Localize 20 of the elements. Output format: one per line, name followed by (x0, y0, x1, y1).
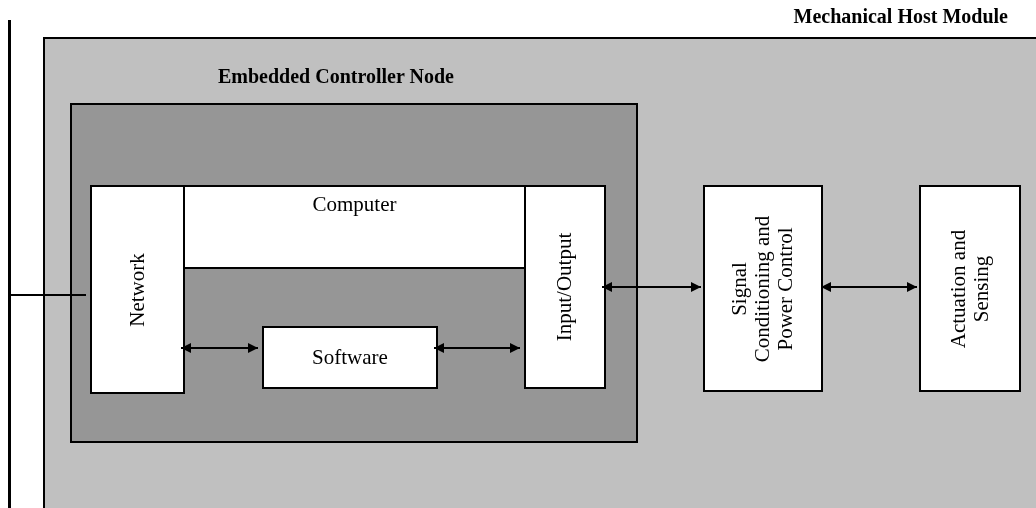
bus-line (8, 20, 11, 508)
panel-title: Embedded Controller Node (218, 65, 454, 88)
component-box (262, 326, 438, 389)
component-label: Actuation and Sensing (946, 228, 994, 350)
component-box (185, 185, 524, 269)
component-label: Signal Conditioning and Power Control (728, 214, 798, 364)
double-arrow (820, 282, 918, 292)
component-label: Input/Output (553, 231, 577, 344)
component-box (703, 185, 823, 392)
component-box (919, 185, 1021, 392)
component-box (90, 185, 185, 394)
double-arrow (180, 343, 259, 353)
component-label: Computer (312, 193, 397, 217)
double-arrow (601, 282, 702, 292)
connector-line (10, 294, 87, 296)
component-label: Network (125, 251, 150, 329)
panel-title: Mechanical Host Module (793, 5, 1008, 28)
component-box (524, 185, 606, 389)
component-label: Software (312, 345, 388, 370)
double-arrow (433, 343, 521, 353)
